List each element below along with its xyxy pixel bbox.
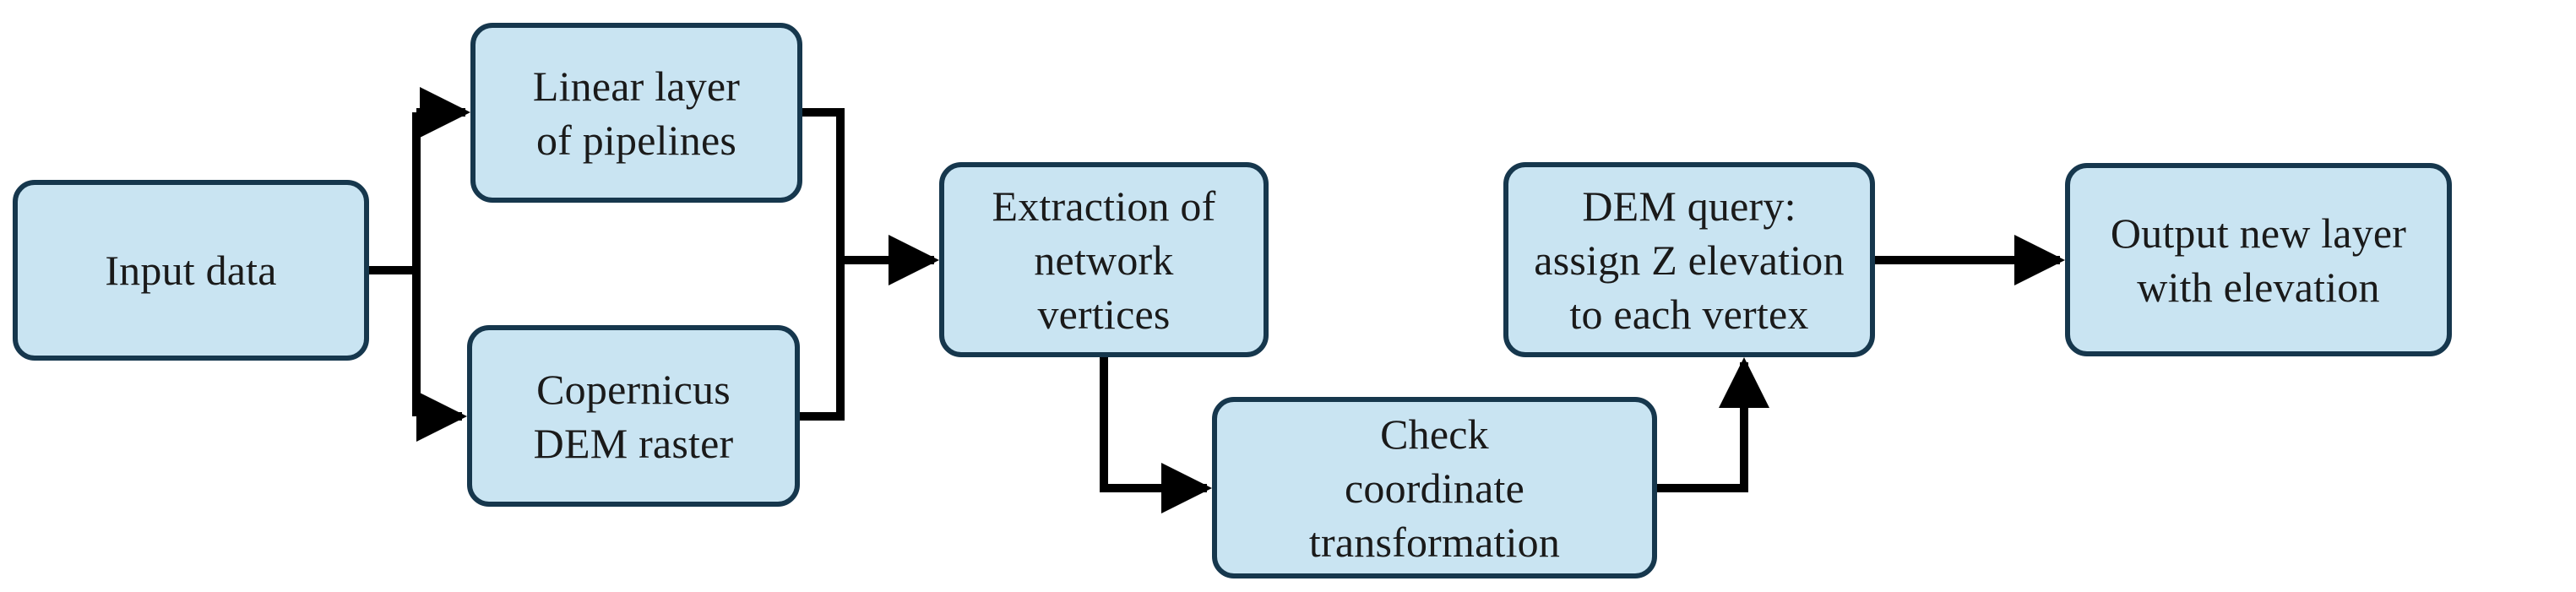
node-extraction-of-network-vertices: Extraction of network vertices — [939, 162, 1269, 357]
connector-linear-to-join — [802, 108, 845, 264]
node-check-coordinate-transformation: Check coordinate transformation — [1212, 397, 1657, 578]
connector-extraction-to-check — [1100, 357, 1212, 513]
node-dem-query-assign-z-elevation: DEM query: assign Z elevation to each ve… — [1503, 162, 1875, 357]
node-copernicus-dem-raster: Copernicus DEM raster — [467, 325, 800, 507]
node-input-data: Input data — [13, 180, 369, 361]
node-demquery-label: DEM query: assign Z elevation to each ve… — [1534, 182, 1845, 338]
node-linear-layer-label: Linear layer of pipelines — [532, 62, 741, 164]
node-linear-layer-of-pipelines: Linear layer of pipelines — [470, 23, 802, 203]
node-input-data-label: Input data — [105, 247, 277, 294]
node-copernicus-label: Copernicus DEM raster — [533, 365, 734, 467]
connector-copernicus-to-join — [800, 256, 845, 421]
node-output-new-layer-with-elevation: Output new layer with elevation — [2065, 163, 2452, 356]
connector-check-to-demquery — [1657, 357, 1769, 492]
node-check-label: Check coordinate transformation — [1308, 410, 1561, 566]
node-output-label: Output new layer with elevation — [2110, 209, 2407, 311]
node-extraction-label: Extraction of network vertices — [992, 182, 1216, 338]
